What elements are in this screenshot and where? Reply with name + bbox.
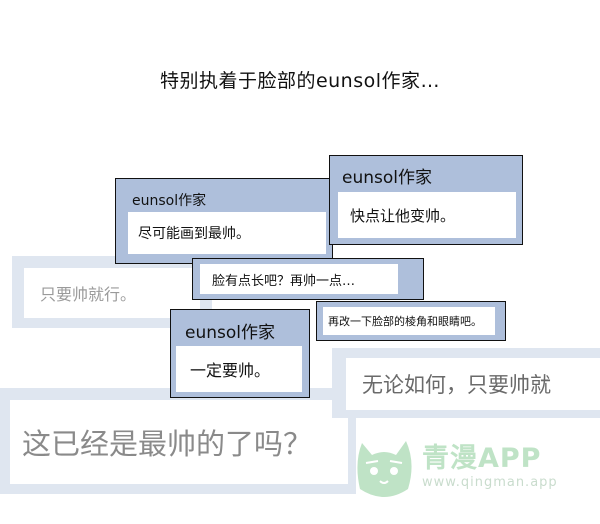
window-body: 快点让他变帅。 — [338, 192, 516, 238]
message-window-make-handsome: eunsol作家 快点让他变帅。 — [329, 155, 523, 245]
faded-message-window: 只要帅就行。 — [12, 256, 212, 328]
window-body: 尽可能画到最帅。 — [128, 212, 326, 254]
cat-mascot-icon — [357, 441, 412, 497]
message-window-must-handsome: eunsol作家 一定要帅。 — [170, 309, 310, 398]
watermark-title: 青漫APP — [422, 443, 542, 474]
panel-caption: 特别执着于脸部的eunsol作家… — [159, 70, 441, 92]
message-window-draw-handsome: eunsol作家 尽可能画到最帅。 — [115, 178, 333, 264]
window-title: eunsol作家 — [342, 168, 432, 188]
faded-message-window-right: 无论如何，只要帅就 — [332, 348, 600, 418]
message-window-adjust-face: 再改一下脸部的棱角和眼睛吧。 — [316, 301, 506, 341]
window-body: 脸有点长吧？再帅一点… — [200, 264, 398, 294]
large-faded-message-body: 这已经是最帅的了吗？ — [10, 400, 348, 484]
large-faded-message-window: 这已经是最帅的了吗？ — [0, 388, 356, 494]
watermark-url: www.qingman.app — [422, 475, 558, 490]
message-window-face-long: 脸有点长吧？再帅一点… — [192, 258, 424, 300]
window-title: eunsol作家 — [185, 323, 275, 343]
window-title: eunsol作家 — [132, 193, 207, 209]
window-body: 一定要帅。 — [176, 346, 302, 392]
app-watermark: 青漫APP www.qingman.app — [350, 425, 600, 524]
faded-message-right-body: 无论如何，只要帅就 — [346, 358, 600, 410]
window-body: 再改一下脸部的棱角和眼睛吧。 — [323, 307, 495, 335]
